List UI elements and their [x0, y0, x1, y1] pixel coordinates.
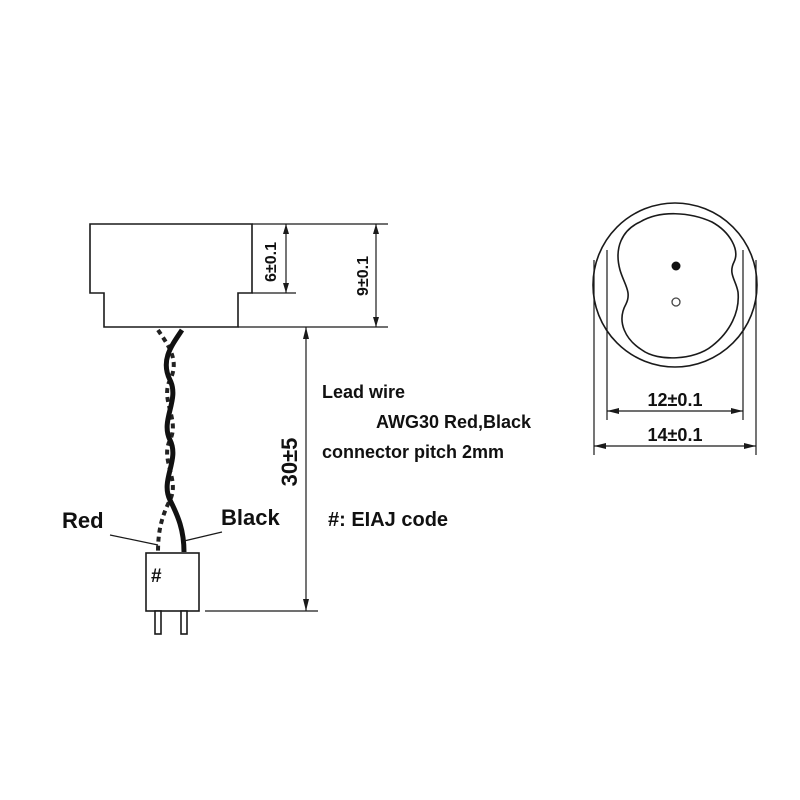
lead-wire-title: Lead wire	[322, 382, 405, 402]
front-view-dimensions: 12±0.1 14±0.1	[593, 250, 757, 455]
twisted-lead-wires	[156, 328, 187, 553]
dim-body-height-label: 9±0.1	[355, 256, 372, 296]
red-wire-label: Red	[62, 508, 104, 533]
black-wire-label: Black	[221, 505, 280, 530]
lead-wire-spec: AWG30 Red,Black	[376, 412, 532, 432]
connector: #	[145, 552, 200, 635]
wire-label-leaders	[109, 531, 223, 546]
dimension-lead-length: 30±5	[277, 327, 309, 611]
dimension-body-height: 9±0.1	[355, 224, 379, 327]
dimension-step-height: 6±0.1	[263, 224, 289, 293]
connector-mark: #	[151, 566, 162, 587]
buzzer-front-view	[592, 202, 758, 368]
lead-wire-notes: Lead wire AWG30 Red,Black connector pitc…	[322, 382, 532, 531]
dim-lead-length-label: 30±5	[277, 438, 302, 487]
extension-lines	[205, 223, 388, 612]
buzzer-side-view	[89, 223, 253, 328]
dim-step-height-label: 6±0.1	[263, 242, 280, 282]
connector-pitch-note: connector pitch 2mm	[322, 442, 504, 462]
dim-outer-diameter-label: 14±0.1	[648, 425, 703, 445]
dim-inner-diameter-label: 12±0.1	[648, 390, 703, 410]
eiaj-code-note: #: EIAJ code	[328, 509, 448, 531]
